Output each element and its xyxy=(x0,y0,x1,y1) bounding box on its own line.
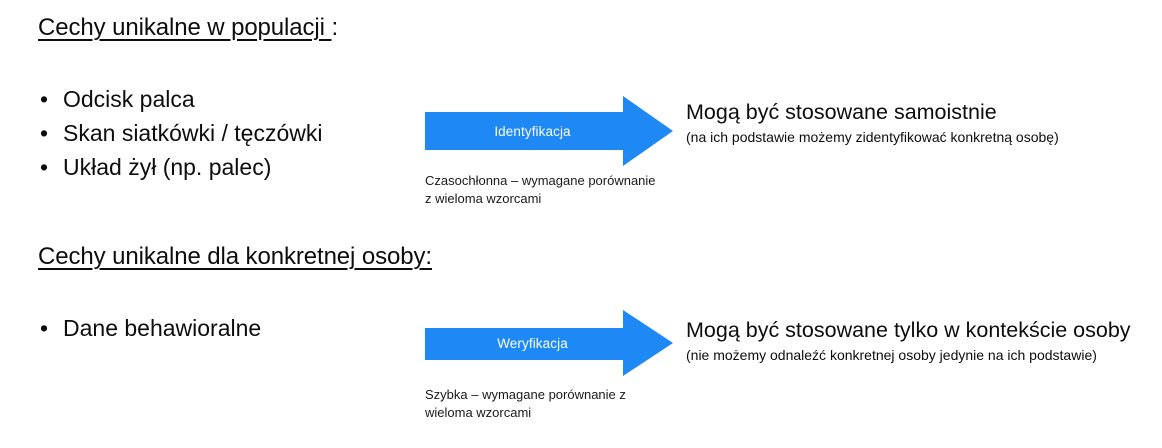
right-arrow-shape xyxy=(425,310,673,376)
list-item: • Odcisk palca xyxy=(38,82,322,116)
right-arrow-icon: Weryfikacja xyxy=(425,308,673,378)
right-arrow-shape xyxy=(425,96,673,166)
heading-population-underlined-text: Cechy unikalne w populacji xyxy=(38,14,332,41)
arrow-caption-line-1: Czasochłonna – wymagane porównanie xyxy=(425,173,656,188)
outcome-main-text: Mogą być stosowane tylko w kontekście os… xyxy=(686,318,1131,342)
arrow-caption-verification: Szybka – wymagane porównanie z wieloma w… xyxy=(425,386,675,422)
bullet-dot-icon: • xyxy=(40,120,49,146)
bullet-list-population: • Odcisk palca • Skan siatkówki / tęczówki… xyxy=(38,82,322,184)
outcome-block-verification: Mogą być stosowane tylko w kontekście os… xyxy=(686,316,1156,365)
bullet-dot-icon: • xyxy=(40,315,49,341)
bullet-dot-icon: • xyxy=(40,86,49,112)
outcome-main-text: Mogą być stosowane samoistnie xyxy=(686,100,997,124)
arrow-caption-line-1: Szybka – wymagane porównanie z xyxy=(425,387,626,402)
list-item-label: Skan siatkówki / tęczówki xyxy=(63,120,323,146)
list-item: • Skan siatkówki / tęczówki xyxy=(38,116,322,150)
arrow-caption-line-2: z wieloma wzorcami xyxy=(425,191,542,206)
list-item: • Układ żył (np. palec) xyxy=(38,150,322,184)
outcome-sub-text: (na ich podstawie możemy zidentyfikować … xyxy=(686,129,1059,145)
list-item-label: Odcisk palca xyxy=(63,86,195,112)
heading-unique-features-person: Cechy unikalne dla konkretnej osoby: xyxy=(38,243,432,271)
right-arrow-icon: Identyfikacja xyxy=(425,96,673,166)
heading-person-underlined-text: Cechy unikalne dla konkretnej osoby: xyxy=(38,243,432,270)
outcome-sub-text: (nie możemy odnaleźć konkretnej osoby je… xyxy=(686,347,1097,363)
heading-unique-features-population: Cechy unikalne w populacji : xyxy=(38,14,338,42)
bullet-dot-icon: • xyxy=(40,154,49,180)
heading-population-colon: : xyxy=(331,14,339,41)
arrow-caption-identification: Czasochłonna – wymagane porównanie z wie… xyxy=(425,172,675,208)
arrow-block-identification: Identyfikacja Czasochłonna – wymagane po… xyxy=(425,96,685,208)
bullet-list-person: • Dane behawioralne xyxy=(38,311,261,345)
list-item: • Dane behawioralne xyxy=(38,311,261,345)
outcome-block-identification: Mogą być stosowane samoistnie (na ich po… xyxy=(686,98,1156,147)
list-item-label: Układ żył (np. palec) xyxy=(63,154,272,180)
arrow-caption-line-2: wieloma wzorcami xyxy=(425,405,532,420)
list-item-label: Dane behawioralne xyxy=(63,315,262,341)
arrow-block-verification: Weryfikacja Szybka – wymagane porównanie… xyxy=(425,308,685,422)
